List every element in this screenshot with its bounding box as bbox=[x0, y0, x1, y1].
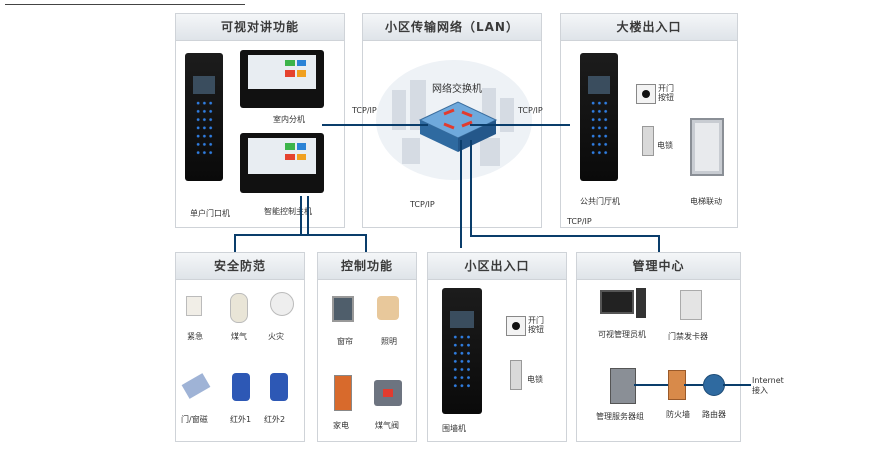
link-firewall-router bbox=[684, 384, 703, 386]
link-intercom-lan bbox=[322, 124, 428, 126]
elevator-label: 电梯联动 bbox=[690, 197, 722, 206]
smart-master-label: 智能控制主机 bbox=[264, 207, 312, 216]
building-panel-title: 大楼出入口 bbox=[561, 14, 737, 41]
link-intercom-drop-b bbox=[365, 234, 367, 252]
lighting-icon bbox=[377, 296, 399, 320]
fence-station-device bbox=[442, 288, 482, 414]
management-panel: 管理中心 bbox=[576, 252, 741, 442]
community-unlock-button-icon bbox=[506, 316, 526, 336]
door-station-device bbox=[185, 53, 223, 181]
smoke-detector-icon bbox=[270, 292, 294, 316]
fence-station-label: 围墙机 bbox=[442, 424, 466, 433]
link-lan-building bbox=[470, 124, 570, 126]
lan-link-right: TCP/IP bbox=[518, 106, 543, 115]
community-panel-title: 小区出入口 bbox=[428, 253, 566, 280]
security-panel-title: 安全防范 bbox=[176, 253, 304, 280]
card-issuer-label: 门禁发卡器 bbox=[668, 332, 708, 341]
security-panel: 安全防范 bbox=[175, 252, 305, 442]
building-lock-label: 电锁 bbox=[657, 141, 673, 150]
gas-valve-icon bbox=[374, 380, 402, 406]
link-server-firewall bbox=[634, 384, 668, 386]
control-item-1: 照明 bbox=[381, 337, 397, 346]
lan-network-graphic bbox=[376, 60, 532, 180]
control-item-0: 窗帘 bbox=[337, 337, 353, 346]
internet-label: Internet 接入 bbox=[752, 376, 784, 395]
infrared-sensor-2-icon bbox=[270, 373, 288, 401]
gas-detector-icon bbox=[230, 293, 248, 323]
security-item-1: 煤气 bbox=[231, 332, 247, 341]
indoor-unit-device bbox=[240, 50, 324, 108]
router-label: 路由器 bbox=[702, 410, 726, 419]
security-item-3: 门/窗磁 bbox=[181, 415, 208, 424]
community-unlock-button-label: 开门 按钮 bbox=[528, 316, 544, 334]
video-manager-tower-icon bbox=[636, 288, 646, 318]
appliance-icon bbox=[334, 375, 352, 411]
curtain-icon bbox=[332, 296, 354, 322]
video-manager-label: 可视管理员机 bbox=[598, 330, 646, 339]
link-intercom-up-b bbox=[307, 196, 309, 234]
switch-label: 网络交换机 bbox=[432, 84, 482, 95]
infrared-sensor-1-icon bbox=[232, 373, 250, 401]
control-panel: 控制功能 bbox=[317, 252, 417, 442]
building-unlock-button-label: 开门 按钮 bbox=[658, 84, 674, 102]
server-rack-icon bbox=[610, 368, 636, 404]
link-management-drop bbox=[658, 235, 660, 253]
community-lock-label: 电锁 bbox=[527, 375, 543, 384]
indoor-unit-label: 室内分机 bbox=[273, 115, 305, 124]
link-intercom-up-a bbox=[300, 196, 302, 234]
security-item-0: 紧急 bbox=[187, 332, 203, 341]
link-router-internet bbox=[723, 384, 751, 386]
control-item-2: 家电 bbox=[333, 421, 349, 430]
lobby-station-device bbox=[580, 53, 618, 181]
intercom-panel-title: 可视对讲功能 bbox=[176, 14, 344, 41]
firewall-label: 防火墙 bbox=[666, 410, 690, 419]
building-tcp-label: TCP/IP bbox=[567, 217, 592, 226]
community-lock-icon bbox=[510, 360, 522, 390]
management-panel-title: 管理中心 bbox=[577, 253, 740, 280]
link-intercom-drop-a bbox=[234, 234, 236, 252]
link-intercom-bus bbox=[234, 234, 366, 236]
video-manager-icon bbox=[600, 290, 634, 314]
link-lan-management bbox=[470, 140, 472, 236]
router-icon bbox=[703, 374, 725, 396]
security-item-5: 红外2 bbox=[264, 415, 286, 424]
building-unlock-button-icon bbox=[636, 84, 656, 104]
elevator-icon bbox=[690, 118, 724, 176]
security-item-4: 红外1 bbox=[230, 415, 252, 424]
smart-master-device bbox=[240, 133, 324, 193]
link-management-horizontal bbox=[470, 235, 660, 237]
lan-link-left: TCP/IP bbox=[352, 106, 377, 115]
control-item-3: 煤气阀 bbox=[375, 421, 399, 430]
lobby-station-label: 公共门厅机 bbox=[580, 197, 620, 206]
building-lock-icon bbox=[642, 126, 654, 156]
emergency-button-icon bbox=[186, 296, 202, 316]
door-station-label: 单户门口机 bbox=[190, 209, 230, 218]
control-panel-title: 控制功能 bbox=[318, 253, 416, 280]
security-item-2: 火灾 bbox=[268, 332, 284, 341]
link-lan-down bbox=[460, 140, 462, 248]
lan-link-bottom: TCP/IP bbox=[410, 200, 435, 209]
top-rule bbox=[5, 4, 245, 5]
card-issuer-icon bbox=[680, 290, 702, 320]
server-label: 管理服务器组 bbox=[596, 412, 644, 421]
lan-panel-title: 小区传输网络（LAN） bbox=[363, 14, 541, 41]
